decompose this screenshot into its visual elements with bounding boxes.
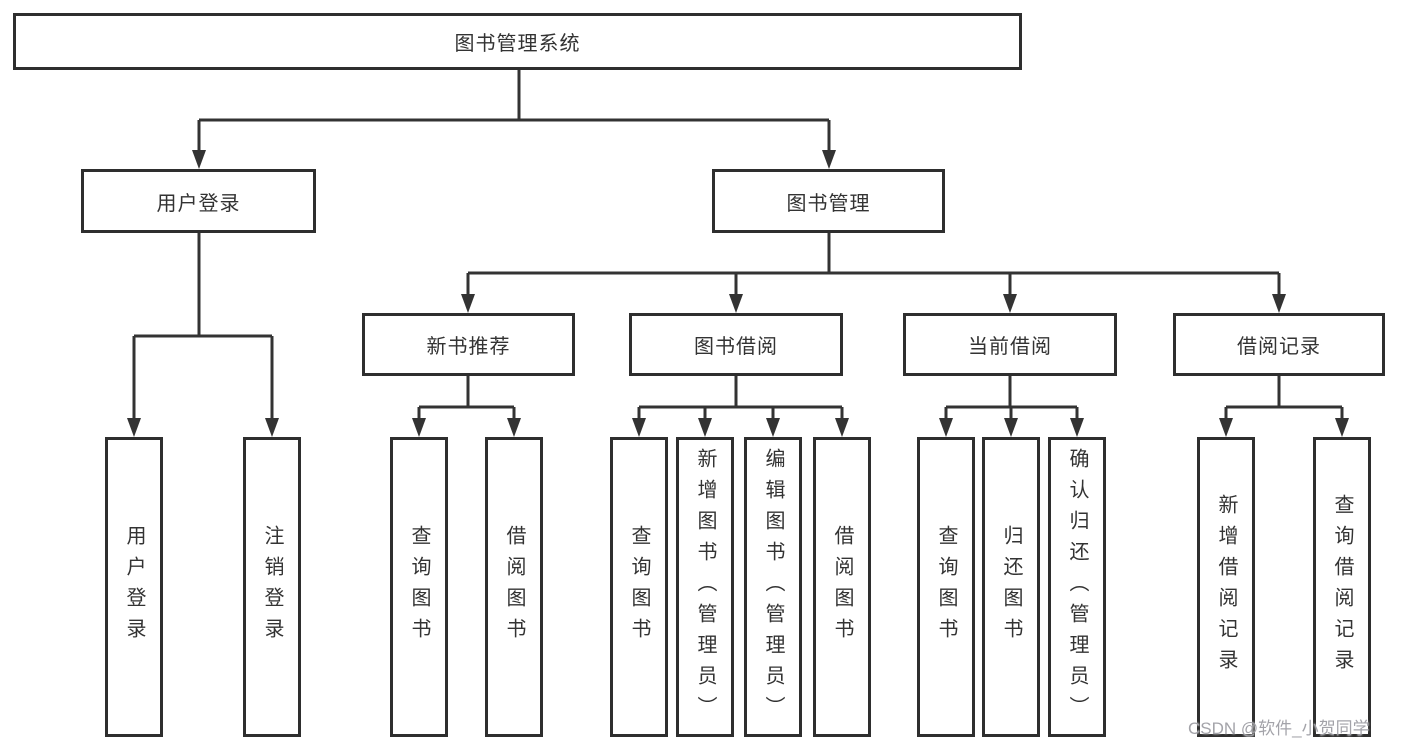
- leaf-label: 查询图书: [408, 525, 430, 649]
- leaf-add-book-admin: 新增图书（管理员）: [676, 437, 734, 737]
- arrowhead-icon: [632, 418, 646, 437]
- arrowhead-icon: [507, 418, 521, 437]
- node-borrowing-records: 借阅记录: [1173, 313, 1385, 376]
- leaf-label: 查询图书: [935, 525, 957, 649]
- arrowhead-icon: [1272, 294, 1286, 313]
- arrowhead-icon: [265, 418, 279, 437]
- leaf-logout: 注销登录: [243, 437, 301, 737]
- leaf-label: 新增图书（管理员）: [694, 447, 716, 727]
- arrowhead-icon: [822, 150, 836, 169]
- leaf-user-login: 用户登录: [105, 437, 163, 737]
- leaf-label: 查询图书: [628, 525, 650, 649]
- node-label: 借阅记录: [1237, 336, 1321, 358]
- node-book-management: 图书管理: [712, 169, 945, 233]
- leaf-query-books-current: 查询图书: [917, 437, 975, 737]
- arrowhead-icon: [192, 150, 206, 169]
- node-label: 图书管理: [786, 192, 871, 215]
- leaf-label: 编辑图书（管理员）: [762, 447, 784, 727]
- leaf-label: 注销登录: [261, 525, 283, 649]
- leaf-borrow-books-recommend: 借阅图书: [485, 437, 543, 737]
- leaf-return-books: 归还图书: [982, 437, 1040, 737]
- csdn-watermark: CSDN @软件_小贺同学: [1188, 719, 1370, 738]
- leaf-edit-book-admin: 编辑图书（管理员）: [744, 437, 802, 737]
- connector-book-mgmt-children: [466, 233, 1281, 295]
- connector-current-borrow-children: [944, 376, 1079, 419]
- node-label: 用户登录: [156, 192, 241, 215]
- node-label: 新书推荐: [426, 336, 511, 358]
- node-label: 图书管理系统: [454, 33, 581, 55]
- arrowhead-icon: [1219, 418, 1233, 437]
- connector-root-to-level2: [197, 69, 831, 151]
- leaf-label: 借阅图书: [831, 525, 853, 649]
- leaf-label: 借阅图书: [503, 525, 525, 649]
- leaf-query-borrow-record: 查询借阅记录: [1313, 437, 1371, 737]
- arrowhead-icon: [127, 418, 141, 437]
- leaf-confirm-return-admin: 确认归还（管理员）: [1048, 437, 1106, 737]
- leaf-borrow-books: 借阅图书: [813, 437, 871, 737]
- arrowhead-icon: [1335, 418, 1349, 437]
- arrowhead-icon: [1004, 418, 1018, 437]
- connector-borrow-records-children: [1224, 376, 1344, 419]
- arrowhead-icon: [835, 418, 849, 437]
- leaf-add-borrow-record: 新增借阅记录: [1197, 437, 1255, 737]
- connector-new-book-children: [417, 376, 516, 419]
- node-library-system: 图书管理系统: [13, 13, 1022, 70]
- arrowhead-icon: [461, 294, 475, 313]
- arrowhead-icon: [766, 418, 780, 437]
- arrowhead-icon: [1003, 294, 1017, 313]
- leaf-label: 归还图书: [1000, 525, 1022, 649]
- leaf-label: 查询借阅记录: [1331, 494, 1353, 680]
- leaf-query-books-borrow: 查询图书: [610, 437, 668, 737]
- arrowhead-icon: [939, 418, 953, 437]
- node-label: 图书借阅: [694, 336, 778, 358]
- node-current-borrowing: 当前借阅: [903, 313, 1117, 376]
- leaf-query-books-recommend: 查询图书: [390, 437, 448, 737]
- leaf-label: 用户登录: [123, 525, 145, 649]
- leaf-label: 确认归还（管理员）: [1066, 447, 1088, 727]
- arrowhead-icon: [1070, 418, 1084, 437]
- node-user-login: 用户登录: [81, 169, 316, 233]
- arrowhead-icon: [729, 294, 743, 313]
- node-new-book-recommendation: 新书推荐: [362, 313, 575, 376]
- node-book-borrowing: 图书借阅: [629, 313, 843, 376]
- connector-book-borrow-children: [637, 376, 844, 419]
- arrowhead-icon: [698, 418, 712, 437]
- node-label: 当前借阅: [968, 336, 1052, 358]
- leaf-label: 新增借阅记录: [1215, 494, 1237, 680]
- connector-user-login-children: [132, 233, 274, 418]
- arrowhead-icon: [412, 418, 426, 437]
